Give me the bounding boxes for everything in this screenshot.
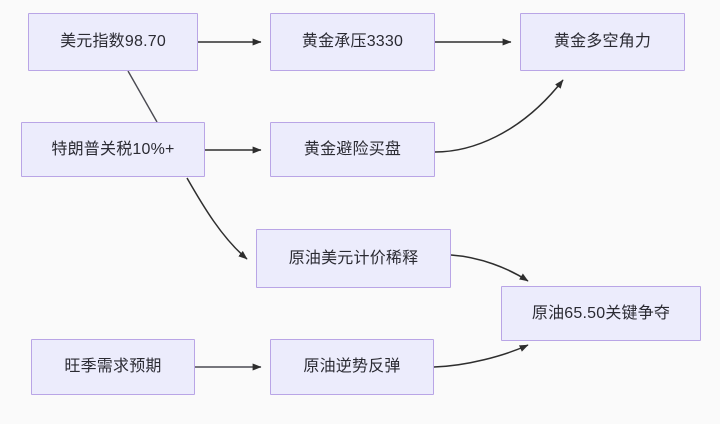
node-label: 黄金多空角力 <box>553 33 652 51</box>
node-gold-safe-haven[interactable]: 黄金避险买盘 <box>270 122 435 177</box>
node-label: 美元指数98.70 <box>60 33 166 51</box>
node-label: 特朗普关税10%+ <box>51 140 175 158</box>
edge-gold-safe-haven-to-gold-tug-of-war <box>434 79 564 153</box>
node-usd-index[interactable]: 美元指数98.70 <box>28 13 198 71</box>
node-label: 旺季需求预期 <box>64 358 162 376</box>
node-oil-rebound[interactable]: 原油逆势反弹 <box>270 339 434 395</box>
node-oil-key-level[interactable]: 原油65.50关键争夺 <box>501 286 701 341</box>
edge-oil-rebound-to-oil-key-level <box>433 344 529 368</box>
node-oil-usd-dilution[interactable]: 原油美元计价稀释 <box>256 229 451 288</box>
node-label: 原油65.50关键争夺 <box>531 304 671 322</box>
edge-oil-usd-dilution-to-oil-key-level <box>450 254 529 282</box>
node-trump-tariff[interactable]: 特朗普关税10%+ <box>21 122 205 177</box>
node-gold-tug-of-war[interactable]: 黄金多空角力 <box>520 13 685 71</box>
edge-trump-tariff-to-oil-usd-dilution <box>186 177 248 260</box>
edge-usd-index-to-trump-tariff <box>127 70 158 123</box>
node-label: 黄金避险买盘 <box>303 140 402 158</box>
node-gold-pressure[interactable]: 黄金承压3330 <box>270 13 435 71</box>
node-label: 黄金承压3330 <box>301 33 404 51</box>
node-peak-demand[interactable]: 旺季需求预期 <box>31 339 195 395</box>
node-label: 原油逆势反弹 <box>303 358 401 376</box>
node-label: 原油美元计价稀释 <box>288 249 419 267</box>
